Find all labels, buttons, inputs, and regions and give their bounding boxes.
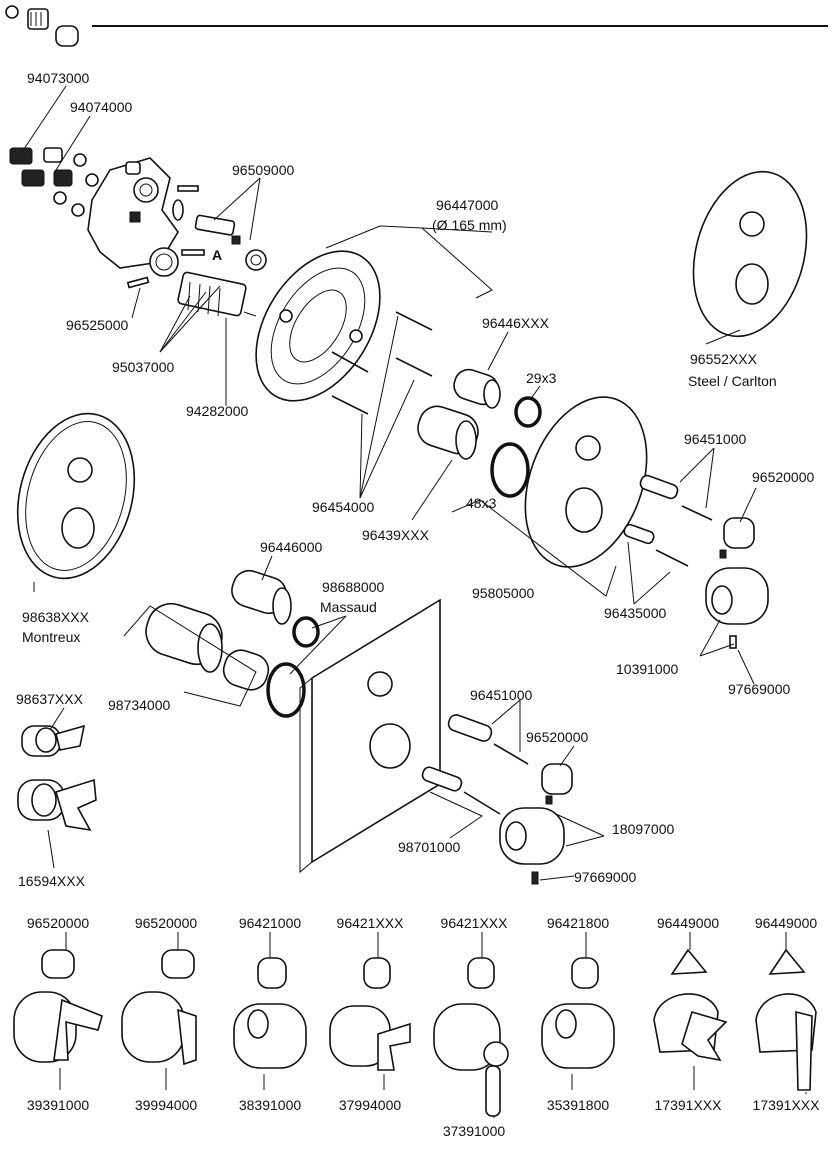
- label-98638XXX-note: Montreux: [22, 629, 80, 645]
- label-96552XXX-note: Steel / Carlton: [688, 373, 777, 389]
- variant-1: 96520000 39391000: [13, 915, 103, 1113]
- variant-handle-label: 35391800: [547, 1097, 610, 1113]
- variant-handle-label: 17391XXX: [655, 1097, 723, 1113]
- leader-lines: [21, 85, 757, 881]
- label-96435000: 96435000: [604, 605, 667, 621]
- valve-body-assembly: [9, 147, 267, 317]
- variant-handle-label: 17391XXX: [753, 1097, 821, 1113]
- label-10391000: 10391000: [616, 661, 679, 677]
- variant-5: 96421XXX 37391000: [433, 915, 509, 1139]
- extension-sleeves-top: [417, 368, 542, 498]
- spindle-extension-mid: [421, 714, 573, 885]
- label-96525000: 96525000: [66, 317, 129, 333]
- label-94073000: 94073000: [27, 70, 90, 86]
- label-94074000: 94074000: [70, 99, 133, 115]
- label-96454000: 96454000: [312, 499, 375, 515]
- variant-cap-label: 96421000: [239, 915, 302, 931]
- variant-7: 96449000 17391XXX: [653, 915, 728, 1113]
- trim-plate-98688000: [299, 598, 441, 874]
- label-98688000-note: Massaud: [320, 599, 377, 615]
- backplate-96447000: [255, 250, 381, 402]
- label-96447000: 96447000: [436, 197, 499, 213]
- label-96520000-mid: 96520000: [526, 729, 589, 745]
- variant-handle-label: 37994000: [339, 1097, 402, 1113]
- variant-2: 96520000 39994000: [121, 915, 198, 1113]
- header-icon: [5, 5, 79, 47]
- label-98701000: 98701000: [398, 839, 461, 855]
- label-95037000: 95037000: [112, 359, 175, 375]
- variant-cap-label: 96449000: [657, 915, 720, 931]
- label-96447000-note: (Ø 165 mm): [432, 217, 507, 233]
- label-98688000: 98688000: [322, 579, 385, 595]
- label-98734000: 98734000: [108, 697, 171, 713]
- variant-cap-label: 96520000: [27, 915, 90, 931]
- variant-handle-label: 38391000: [239, 1097, 302, 1113]
- label-96446000: 96446000: [260, 539, 323, 555]
- variant-cap-label: 96449000: [755, 915, 818, 931]
- label-96446XXX: 96446XXX: [482, 315, 550, 331]
- label-98637XXX: 98637XXX: [16, 691, 84, 707]
- long-screws-96454000: [331, 311, 433, 415]
- spindle-extension-top: [623, 474, 769, 649]
- label-95805000: 95805000: [472, 585, 535, 601]
- montreux-handles: [17, 724, 97, 832]
- massaud-sleeves: [145, 569, 320, 718]
- label-96451000-top: 96451000: [684, 431, 747, 447]
- label-94282000: 94282000: [186, 403, 249, 419]
- label-96552XXX: 96552XXX: [690, 351, 758, 367]
- label-48x3: 48x3: [466, 495, 497, 511]
- callout-a: A: [212, 247, 222, 263]
- label-96439XXX: 96439XXX: [362, 527, 430, 543]
- part-labels: 94073000 94074000 96509000 A 96525000 95…: [16, 70, 815, 889]
- trim-plate-98638XXX: [16, 412, 136, 580]
- trim-plate-96552XXX: [692, 170, 808, 338]
- label-96509000: 96509000: [232, 162, 295, 178]
- variant-cap-label: 96421XXX: [441, 915, 509, 931]
- variant-cap-label: 96421800: [547, 915, 610, 931]
- label-97669000-mid: 97669000: [574, 869, 637, 885]
- variant-handle-label: 39994000: [135, 1097, 198, 1113]
- label-98638XXX: 98638XXX: [22, 609, 90, 625]
- variant-cap-label: 96421XXX: [337, 915, 405, 931]
- label-97669000-top: 97669000: [728, 681, 791, 697]
- variant-8: 96449000 17391XXX: [753, 915, 821, 1113]
- label-16594XXX: 16594XXX: [18, 873, 86, 889]
- label-29x3: 29x3: [526, 370, 557, 386]
- variant-cap-label: 96520000: [135, 915, 198, 931]
- variant-4: 96421XXX 37994000: [329, 915, 411, 1113]
- label-18097000: 18097000: [612, 821, 675, 837]
- variant-3: 96421000 38391000: [233, 915, 307, 1113]
- variant-handle-label: 37391000: [443, 1123, 506, 1139]
- trim-plate-95805000: [524, 396, 648, 568]
- handle-variant-row: 96520000 39391000 96520000 39994000 9642…: [13, 915, 821, 1139]
- label-96520000-top: 96520000: [752, 469, 815, 485]
- variant-6: 96421800 35391800: [541, 915, 615, 1113]
- variant-handle-label: 39391000: [27, 1097, 90, 1113]
- label-96451000-mid: 96451000: [470, 687, 533, 703]
